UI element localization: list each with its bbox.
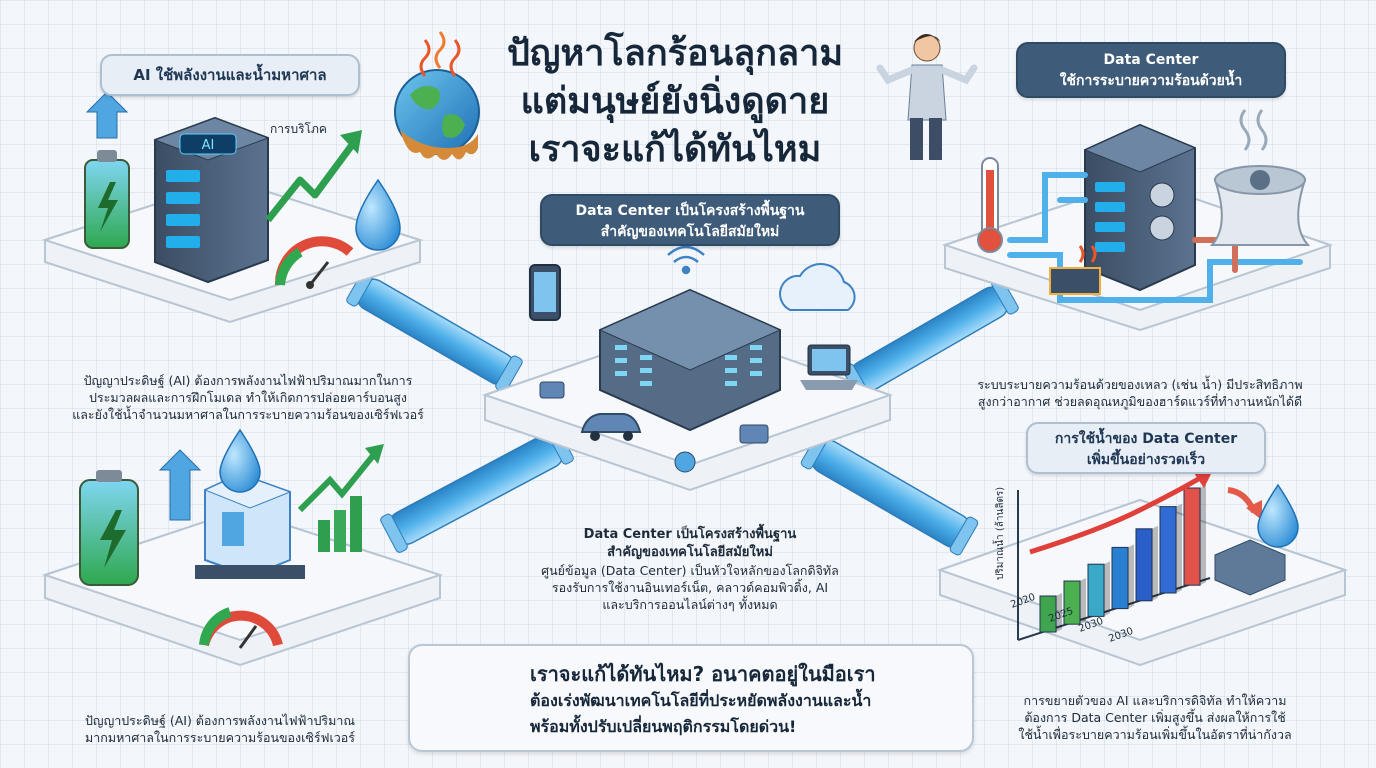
caption-title: สำคัญของเทคโนโลยีสมัยใหม่: [607, 545, 773, 560]
label-dc-line1: Data Center: [1103, 52, 1199, 68]
caption-line: สูงกว่าอากาศ ช่วยลดอุณหภูมิของฮาร์ดแวร์ท…: [977, 394, 1303, 409]
label-center-line2: สำคัญของเทคโนโลยีสมัยใหม่: [600, 224, 780, 240]
consumption-label: การบริโภค: [270, 122, 327, 136]
caption-title: Data Center เป็นโครงสร้างพื้นฐาน: [583, 527, 797, 542]
gauge-icon: [274, 236, 354, 289]
laptop-icon: [800, 344, 858, 390]
chart-bar: [1063, 580, 1081, 625]
water-usage-bars: [1039, 485, 1206, 633]
melting-earth-icon: [394, 31, 480, 160]
title-line-3: เราจะแก้ได้ทันไหม: [528, 129, 822, 170]
label-datacenter-infrastructure: Data Center เป็นโครงสร้างพื้นฐาน สำคัญขอ…: [540, 194, 840, 246]
battery-large-icon: [79, 470, 139, 586]
label-center-line1: Data Center เป็นโครงสร้างพื้นฐาน: [575, 203, 805, 219]
caption-line: ปัญญาประดิษฐ์ (AI) ต้องการพลังงานไฟฟ้าปร…: [83, 373, 413, 388]
label-dc-line2: ใช้การระบายความร้อนด้วยน้ำ: [1059, 73, 1243, 89]
title-line-1: ปัญหาโลกร้อนลุกลาม: [506, 33, 844, 74]
caption-line: มากมหาศาลในการระบายความร้อนของเซิร์ฟเวอร…: [85, 730, 355, 745]
up-arrow-icon-2: [158, 449, 202, 521]
label-water-usage-growth: การใช้น้ำของ Data Center เพิ่มขึ้นอย่างร…: [1026, 422, 1266, 474]
caption-line: ปัญญาประดิษฐ์ (AI) ต้องการพลังงานไฟฟ้าปร…: [84, 713, 356, 728]
call-to-action-text: เราจะแก้ได้ทันไหม? อนาคตอยู่ในมือเรา ต้อ…: [530, 660, 950, 740]
caption-datacenter-core: Data Center เป็นโครงสร้างพื้นฐาน สำคัญขอ…: [495, 526, 885, 613]
caption-line: ต้องการ Data Center เพิ่มสูงขึ้น ส่งผลให…: [1024, 710, 1286, 725]
label-br-line1: การใช้น้ำของ Data Center: [1054, 431, 1238, 447]
chart-bar-side: [1176, 503, 1182, 593]
chart-bar: [1183, 487, 1201, 586]
chart-bar-side: [1200, 485, 1206, 586]
car-icon: [580, 413, 642, 441]
datacenter-cluster-icon: [598, 288, 782, 432]
chart-bar: [1087, 563, 1105, 617]
up-arrow-icon: [85, 91, 129, 139]
consumption-rising-arrow: [265, 130, 362, 223]
page-title: ปัญหาโลกร้อนลุกลาม แต่มนุษย์ยังนิ่งดูดาย…: [440, 30, 910, 174]
caption-line: ศูนย์ข้อมูล (Data Center) เป็นหัวใจหลักข…: [541, 563, 839, 578]
caption-line: รองรับการใช้งานอินเทอร์เน็ต, คลาวด์คอมพิ…: [551, 580, 829, 595]
caption-line: และบริการออนไลน์ต่างๆ ทั้งหมด: [602, 597, 778, 612]
cta-line-1: เราจะแก้ได้ทันไหม? อนาคตอยู่ในมือเรา: [530, 662, 876, 686]
caption-liquid-cooling: ระบบระบายความร้อนด้วยของเหลว (เช่น น้ำ) …: [940, 376, 1340, 410]
label-ai-energy-water-text: AI ใช้พลังงานและน้ำมหาศาล: [133, 66, 327, 84]
battery-icon: [84, 150, 130, 249]
title-line-2: แต่มนุษย์ยังนิ่งดูดาย: [520, 81, 830, 122]
thermometer-icon: [977, 157, 1003, 253]
chart-y-axis-label: ปริมาณน้ำ (ล้านลิตร): [992, 487, 1006, 580]
liquid-cooled-server-icon: [1007, 123, 1303, 303]
shrugging-person-icon: [876, 34, 978, 160]
caption-line: ใช้น้ำเพื่อระบายความร้อนเพิ่มขึ้นในอัตรา…: [1018, 727, 1292, 742]
chart-bar-side: [1152, 525, 1158, 601]
cloud-icon: [779, 263, 856, 311]
water-drop-icon-3: [1257, 483, 1299, 548]
label-ai-energy-water: AI ใช้พลังงานและน้ำมหาศาล: [100, 54, 360, 96]
cta-line-3: พร้อมทั้งปรับเปลี่ยนพฤติกรรมโดยด่วน!: [530, 717, 797, 736]
server-ai-tag: AI: [202, 138, 215, 153]
chart-bar: [1111, 546, 1129, 610]
label-br-line2: เพิ่มขึ้นอย่างรวดเร็ว: [1086, 452, 1206, 468]
gauge-icon-2: [199, 607, 283, 649]
caption-water-growth: การขยายตัวของ AI และบริการดิจิทัล ทำให้ค…: [990, 692, 1320, 743]
chart-bar-side: [1080, 578, 1086, 625]
chip-icon: [539, 381, 769, 473]
caption-line: ระบบระบายความร้อนด้วยของเหลว (เช่น น้ำ) …: [977, 377, 1303, 392]
chart-bar-side: [1056, 593, 1062, 632]
cta-line-2: ต้องเร่งพัฒนาเทคโนโลยีที่ประหยัดพลังงานแ…: [530, 691, 872, 710]
caption-line: และยังใช้น้ำจำนวนมหาศาลในการระบายความร้อ…: [72, 407, 424, 422]
label-datacenter-water-cooling: Data Center ใช้การระบายความร้อนด้วยน้ำ: [1016, 42, 1286, 98]
water-drop-icon: [355, 178, 401, 251]
caption-line: การขยายตัวของ AI และบริการดิจิทัล ทำให้ค…: [1023, 693, 1287, 708]
chart-bar-side: [1104, 561, 1110, 617]
chart-bar: [1039, 595, 1057, 633]
ai-server-icon: AI: [153, 116, 270, 284]
caption-ai-cooling: ปัญญาประดิษฐ์ (AI) ต้องการพลังงานไฟฟ้าปร…: [55, 712, 385, 746]
curved-down-arrow-icon: [1227, 487, 1262, 520]
smartphone-icon: [529, 264, 561, 321]
caption-line: ประมวลผลและการฝึกโมเดล ทำให้เกิดการปล่อย…: [89, 390, 407, 405]
call-to-action-box: เราจะแก้ได้ทันไหม? อนาคตอยู่ในมือเรา ต้อ…: [408, 644, 974, 752]
mini-datacenter-icon: [1214, 539, 1286, 596]
caption-ai-energy: ปัญญาประดิษฐ์ (AI) ต้องการพลังงานไฟฟ้าปร…: [38, 372, 458, 423]
cooling-tower-icon: [1209, 109, 1311, 246]
chart-bar: [1135, 528, 1153, 602]
chart-bar-side: [1128, 544, 1134, 609]
wifi-icon: [667, 245, 705, 275]
chart-bar: [1159, 506, 1177, 594]
rising-bars-icon: [297, 444, 384, 552]
water-drop-icon-2: [219, 428, 261, 493]
